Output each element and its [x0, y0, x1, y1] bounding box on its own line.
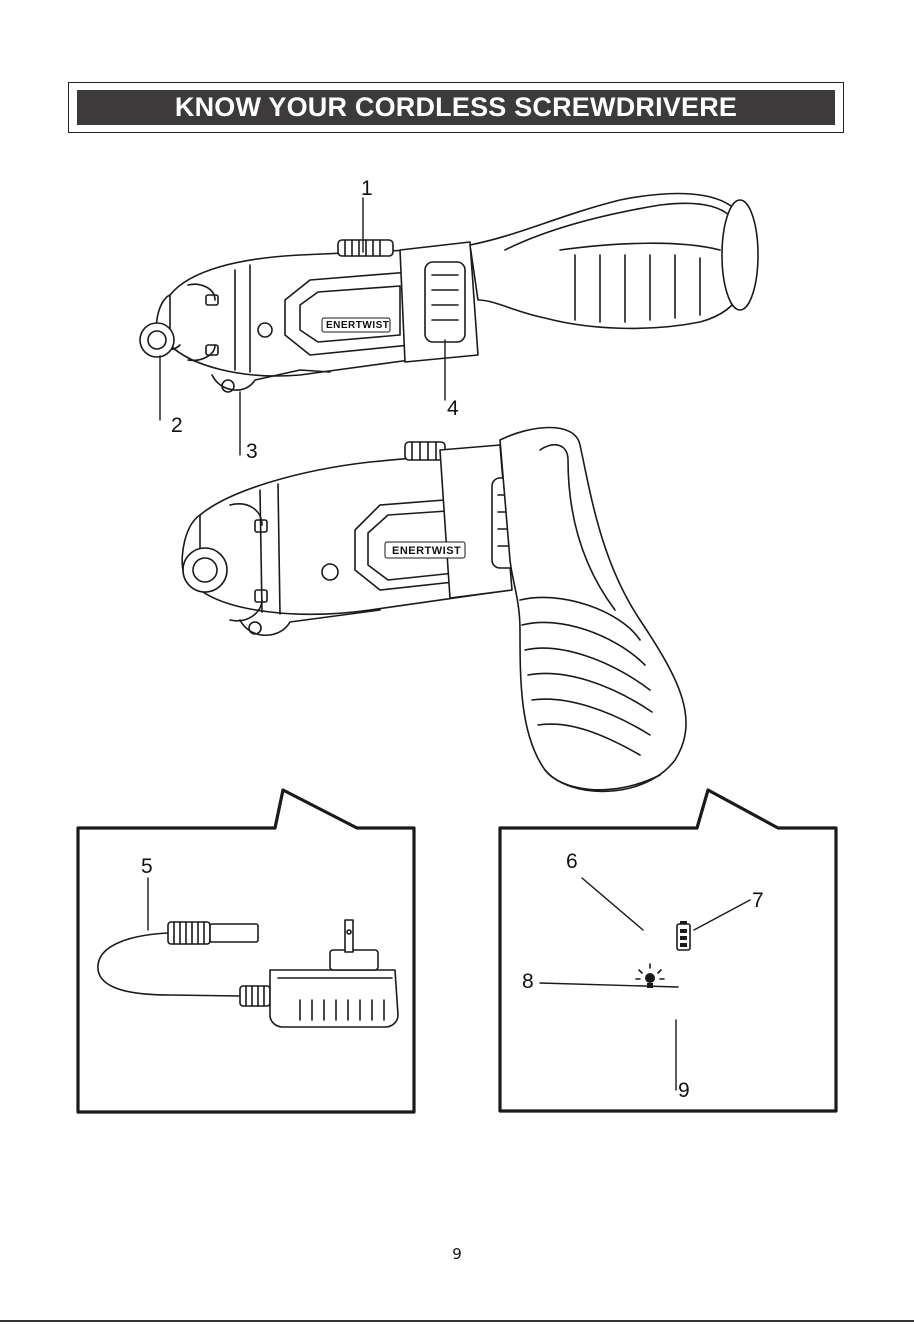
callout-6: 6: [566, 851, 578, 872]
screwdriver-pistol-drawing: [182, 428, 686, 792]
callout-4: 4: [447, 398, 459, 419]
bottom-divider: [0, 1320, 914, 1322]
indicator-callout-box: [500, 790, 836, 1111]
callout-8: 8: [522, 971, 534, 992]
callout-5: 5: [141, 856, 153, 877]
callout-2: 2: [171, 415, 183, 436]
callout-7: 7: [752, 890, 764, 911]
callout-3: 3: [246, 441, 258, 462]
battery-icon: [677, 921, 690, 950]
callout-1: 1: [361, 178, 373, 199]
page-number: 9: [0, 1245, 914, 1263]
screwdriver-straight-drawing: [140, 194, 758, 392]
callout-9: 9: [678, 1080, 690, 1101]
brand-label-top: ENERTWIST: [326, 320, 389, 331]
brand-label-bottom: ENERTWIST: [392, 545, 461, 557]
